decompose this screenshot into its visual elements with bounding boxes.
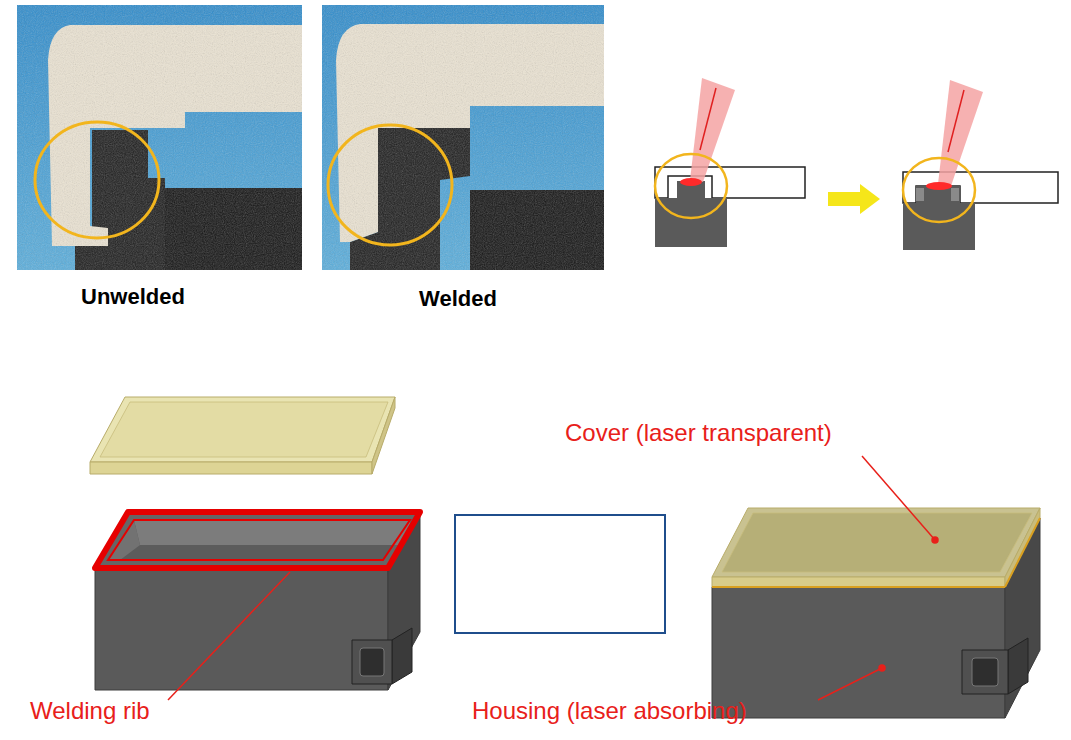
assembled-part [712,587,1005,718]
housing-part [392,628,412,684]
part-label-box: Welding rib [30,697,150,725]
weld-schematic-after [951,188,959,201]
welded-photo [322,5,604,270]
housing-part [134,520,410,545]
welded-photo [322,5,604,270]
welded-photo [328,125,452,245]
photo-caption: Unwelded [81,284,185,309]
weld-schematic-before [655,78,805,247]
part-label-box: Housing (laser absorbing) [472,697,747,725]
weld-schematic-before [680,178,702,186]
weld-schematic-after [903,186,975,250]
cover-part [90,397,395,462]
part-label: Cover (laser transparent) [565,419,832,447]
unwelded-photo [17,5,302,270]
housing-part [95,512,420,568]
unwelded-photo [17,5,302,270]
photo-caption: Welded [419,286,497,311]
housing-part [95,512,420,568]
assembled-part [712,508,1040,577]
leader-lines [818,668,882,700]
weld-schematic-after [926,182,952,190]
assembled-part [972,658,998,686]
welded-photo [322,5,604,270]
leader-lines [862,456,935,540]
weld-schematic-after [903,80,1058,250]
weld-schematic-after [948,90,964,152]
assembled-part [722,513,1032,572]
weld-schematic-before [700,88,716,150]
weld-schematic-after [903,158,975,222]
assembled-part [1005,518,1040,587]
assembled-part [712,508,1040,718]
cover-part [372,397,395,474]
weld-schematic-before [655,154,727,218]
cover-part [90,462,372,474]
part-label: Housing (laser absorbing) [472,697,747,725]
assembled-part [712,586,1005,588]
housing-part [108,520,410,560]
assembled-part [1005,508,1040,587]
weld-schematic-after [938,80,983,186]
housing-part [108,520,410,560]
assembled-part [1008,638,1028,694]
housing-part [360,648,384,676]
housing-part [95,512,420,690]
leader-lines [932,537,938,543]
leader-lines [168,572,290,700]
cover-part [100,402,388,457]
part-label: Welding rib [30,697,150,725]
leader-lines [168,456,938,700]
housing-part [352,640,392,684]
cover-part [90,397,395,474]
assembled-part [962,650,1008,694]
unwelded-photo [17,5,302,270]
photo-caption-box: Welded [419,286,497,311]
leader-lines [879,665,885,671]
part-label-box: Cover (laser transparent) [565,419,832,447]
empty-frame [455,515,665,633]
housing-part [95,568,388,690]
unwelded-photo [35,122,159,238]
photo-caption-box: Unwelded [81,284,185,309]
weld-schematic-before [655,181,727,247]
assembled-part [712,577,1005,587]
weld-schematic-after [916,188,924,201]
process-arrow [828,184,880,214]
weld-schematic-before [690,78,735,182]
